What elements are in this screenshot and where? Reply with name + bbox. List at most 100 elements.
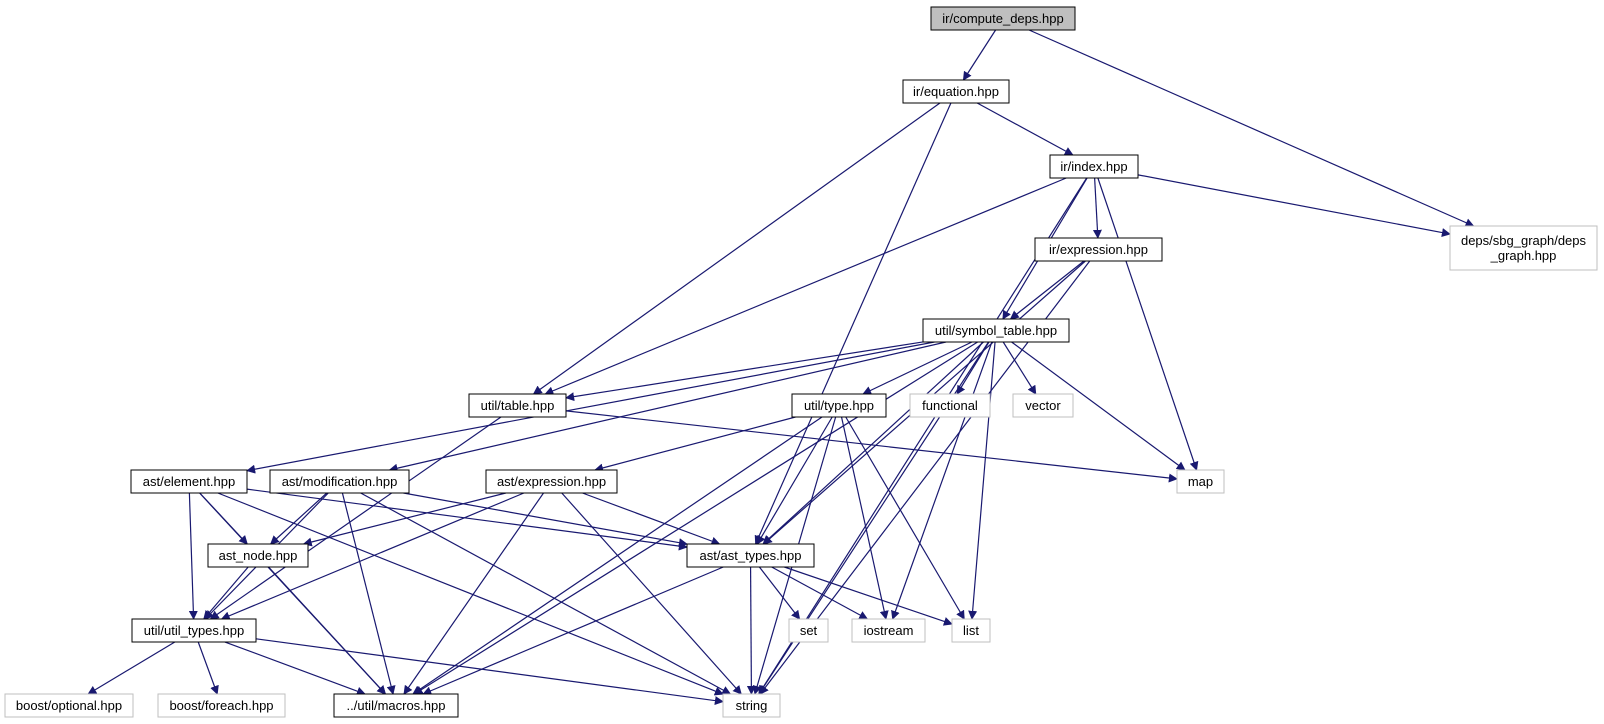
edge-symbol_table-to-map — [1011, 341, 1186, 471]
node-label: boost/optional.hpp — [16, 698, 122, 713]
node-util-types[interactable]: util/util_types.hpp — [131, 618, 257, 643]
node-label: ast/modification.hpp — [282, 474, 398, 489]
node-ast-types[interactable]: ast/ast_types.hpp — [686, 543, 815, 568]
node-label: deps/sbg_graph/deps_graph.hpp — [1461, 233, 1587, 263]
edge-util_types-to-string — [255, 638, 724, 706]
edge-ast_expression-to-ast_node — [302, 492, 507, 547]
edge-util_types-to-macros — [224, 641, 366, 696]
node-box — [1449, 225, 1598, 271]
node-map[interactable]: map — [1176, 469, 1225, 494]
node-boost-optional[interactable]: boost/optional.hpp — [4, 693, 134, 718]
node-table[interactable]: util/table.hpp — [468, 393, 567, 418]
edge-symbol_table-to-ast_types — [762, 341, 984, 545]
nodes-layer: ir/compute_deps.hpp ir/equation.hpp ir/ind… — [4, 6, 1598, 718]
node-vector[interactable]: vector — [1012, 393, 1074, 418]
node-macros[interactable]: ../util/macros.hpp — [333, 693, 459, 718]
node-ast-expression[interactable]: ast/expression.hpp — [485, 469, 618, 494]
edge-type-to-iostream — [840, 416, 889, 620]
edge-symbol_table-to-list — [968, 341, 996, 620]
node-functional[interactable]: functional — [909, 393, 991, 418]
edge-symbol_table-to-ast_modification — [388, 341, 947, 473]
edge-type-to-ast_types — [756, 416, 833, 545]
node-label: set — [800, 623, 818, 638]
node-label: ir/expression.hpp — [1049, 242, 1148, 257]
edge-symbol_table-to-iostream — [891, 341, 993, 620]
node-deps-graph[interactable]: deps/sbg_graph/deps_graph.hpp — [1449, 225, 1598, 271]
edge-compute_deps-to-deps_graph — [1028, 29, 1475, 227]
edge-ast_modification-to-ast_types — [403, 492, 688, 548]
edge-ast_modification-to-string — [360, 492, 732, 695]
edge-ast_types-to-iostream — [771, 566, 869, 620]
edge-symbol_table-to-functional — [956, 341, 990, 395]
node-label: functional — [922, 398, 978, 413]
edge-ast_element-to-ast_types — [246, 488, 688, 551]
node-box — [1012, 393, 1074, 418]
edge-util_types-to-boost_optional — [87, 641, 176, 695]
node-label: string — [736, 698, 768, 713]
edge-type-to-ast_expression — [594, 416, 796, 473]
edge-ast_element-to-util_types — [188, 492, 198, 620]
edge-ast_types-to-set — [758, 566, 801, 620]
node-box — [269, 469, 410, 494]
node-box — [333, 693, 459, 718]
node-box — [130, 469, 248, 494]
node-box — [788, 618, 829, 643]
node-ast-node[interactable]: ast_node.hpp — [207, 543, 309, 568]
edge-ast_types-to-macros — [422, 566, 724, 695]
node-box — [4, 693, 134, 718]
edges-layer — [87, 29, 1475, 706]
node-set[interactable]: set — [788, 618, 829, 643]
node-label: list — [963, 623, 979, 638]
node-label: vector — [1025, 398, 1061, 413]
node-box — [686, 543, 815, 568]
node-box — [1176, 469, 1225, 494]
node-box — [1049, 154, 1139, 179]
node-compute-deps[interactable]: ir/compute_deps.hpp — [930, 6, 1076, 31]
node-label: ast_node.hpp — [219, 548, 298, 563]
edge-type-to-list — [845, 416, 965, 620]
node-label: ast/expression.hpp — [497, 474, 606, 489]
node-string[interactable]: string — [722, 693, 781, 718]
node-box — [851, 618, 926, 643]
edge-util_types-to-boost_foreach — [197, 641, 219, 695]
node-ast-element[interactable]: ast/element.hpp — [130, 469, 248, 494]
node-label: boost/foreach.hpp — [169, 698, 273, 713]
edge-index-to-ir_expression — [1092, 177, 1102, 239]
node-list[interactable]: list — [951, 618, 991, 643]
edge-symbol_table-to-ast_element — [246, 341, 935, 474]
node-label: util/type.hpp — [804, 398, 874, 413]
node-label: map — [1188, 474, 1213, 489]
edge-equation-to-index — [976, 102, 1074, 156]
node-label: iostream — [864, 623, 914, 638]
edge-ast_expression-to-util_types — [220, 492, 525, 621]
edge-index-to-deps_graph — [1137, 174, 1451, 237]
node-index[interactable]: ir/index.hpp — [1049, 154, 1139, 179]
edge-symbol_table-to-table — [565, 341, 924, 402]
node-box — [468, 393, 567, 418]
node-label: util/table.hpp — [481, 398, 555, 413]
edge-index-to-table — [544, 177, 1067, 396]
edge-index-to-map — [1097, 177, 1199, 471]
node-box — [157, 693, 286, 718]
node-iostream[interactable]: iostream — [851, 618, 926, 643]
node-ir-expression[interactable]: ir/expression.hpp — [1034, 237, 1163, 262]
node-box — [951, 618, 991, 643]
node-box — [722, 693, 781, 718]
node-symbol-table[interactable]: util/symbol_table.hpp — [922, 318, 1070, 343]
node-label: util/util_types.hpp — [144, 623, 244, 638]
node-box — [207, 543, 309, 568]
node-label: ir/index.hpp — [1060, 159, 1127, 174]
node-box — [131, 618, 257, 643]
node-boost-foreach[interactable]: boost/foreach.hpp — [157, 693, 286, 718]
edge-equation-to-ast_types — [754, 102, 952, 545]
edge-equation-to-table — [532, 102, 941, 395]
node-ast-modification[interactable]: ast/modification.hpp — [269, 469, 410, 494]
node-type[interactable]: util/type.hpp — [791, 393, 887, 418]
edge-ast_element-to-string — [217, 492, 724, 696]
node-equation[interactable]: ir/equation.hpp — [902, 79, 1010, 104]
edge-table-to-util_types — [209, 416, 502, 620]
node-box — [922, 318, 1070, 343]
node-label: ir/compute_deps.hpp — [942, 11, 1063, 26]
edge-ast_expression-to-macros — [403, 492, 545, 695]
